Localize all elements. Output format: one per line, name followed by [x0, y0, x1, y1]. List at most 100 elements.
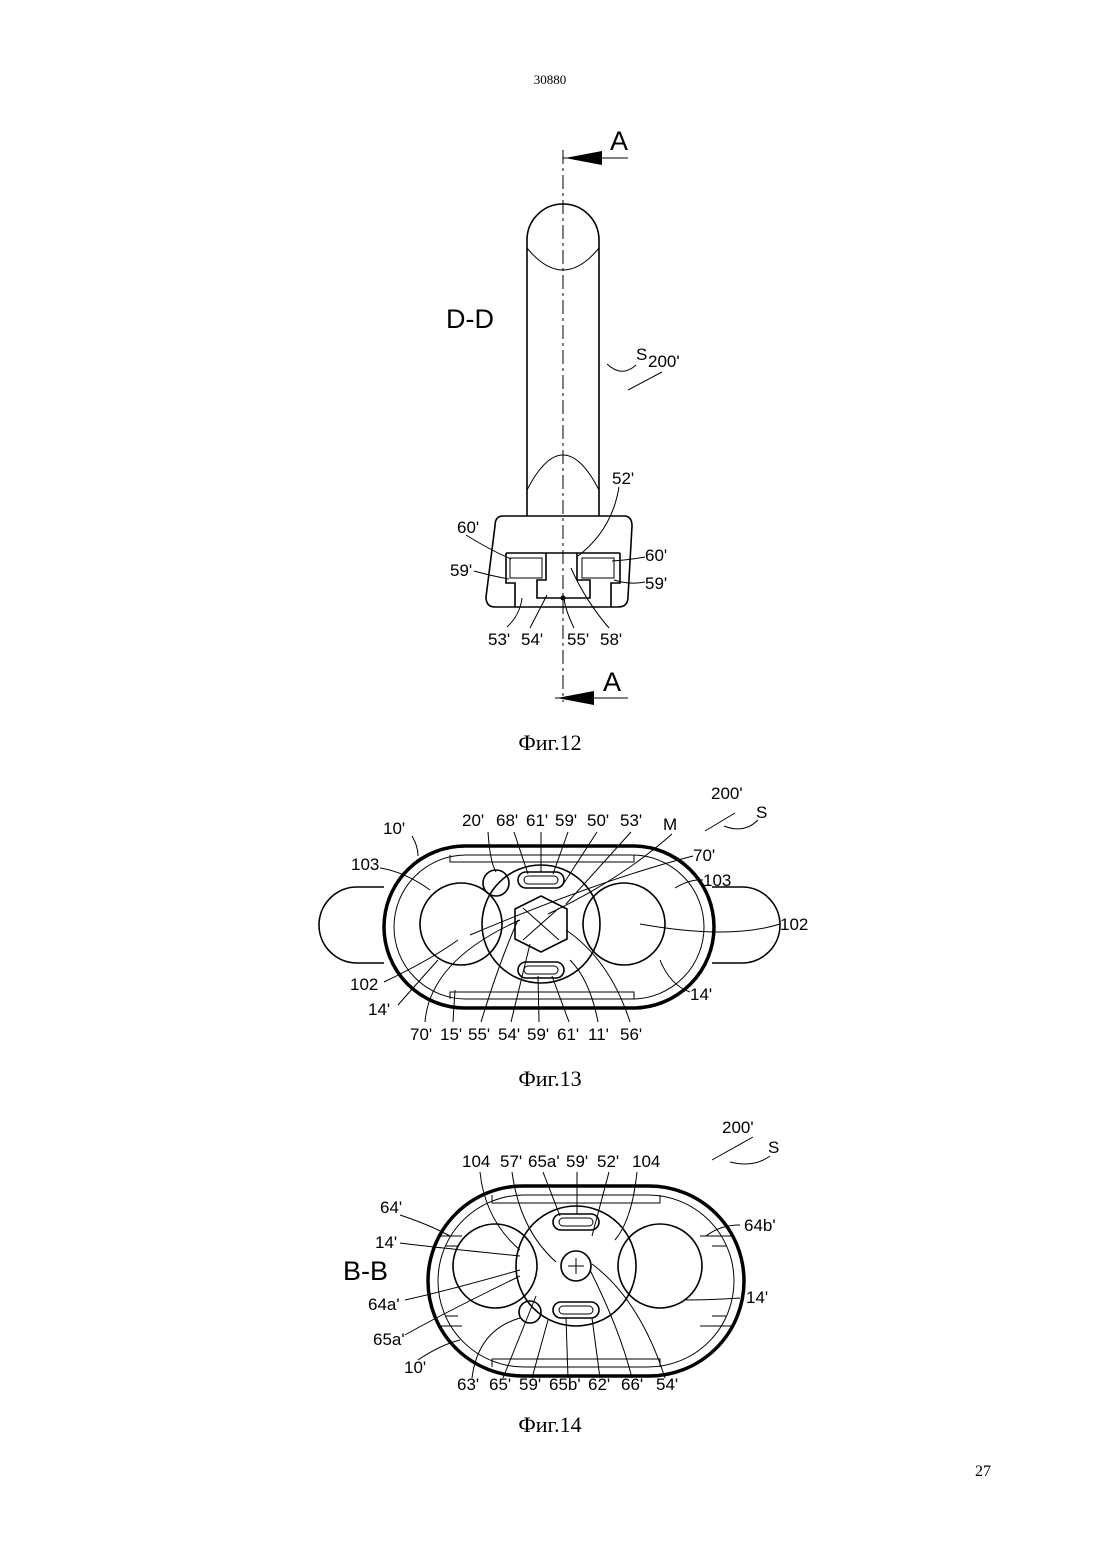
leader-102-right: [640, 924, 780, 932]
ref-63: 63': [457, 1375, 479, 1394]
leader-54: [592, 1264, 665, 1378]
leader-200: [712, 1137, 753, 1160]
ref-11: 11': [588, 1025, 609, 1044]
ref-s: S: [636, 345, 647, 364]
slot-top-inner: [524, 876, 558, 884]
ref-14-left: 14': [375, 1233, 397, 1252]
figure-12: A A D-D S 200' 52' 60' 60': [446, 126, 680, 705]
ref-53: 53': [620, 811, 642, 830]
ref-200: 200': [648, 352, 680, 371]
ref-m: M: [663, 815, 677, 834]
ref-52: 52': [597, 1152, 619, 1171]
ref-14-right: 14': [746, 1288, 768, 1307]
pin-right: [582, 558, 614, 578]
leader-62: [592, 1318, 600, 1378]
section-label-dd: D-D: [446, 304, 494, 334]
pin-left: [510, 558, 542, 578]
leader-s: [724, 820, 758, 829]
section-label-bb: B-B: [343, 1256, 388, 1286]
ref-70-bottom: 70': [410, 1025, 432, 1044]
ref-53: 53': [488, 630, 510, 649]
figure-14: 200' S 64' 14' 64b' 64a' 14' 65a' 10' B-…: [343, 1118, 779, 1394]
ref-104-left: 104: [462, 1152, 490, 1171]
ref-60-right: 60': [645, 546, 667, 565]
ref-59-bottom: 59': [519, 1375, 541, 1394]
ref-54: 54': [498, 1025, 520, 1044]
leader-54: [511, 944, 530, 1022]
ref-10: 10': [404, 1358, 426, 1377]
leader-20: [488, 832, 496, 872]
label-a-bottom: A: [603, 667, 621, 697]
hex-cross: [523, 908, 559, 940]
leader-60-right: [612, 557, 645, 561]
ref-52: 52': [612, 469, 634, 488]
ref-56: 56': [620, 1025, 642, 1044]
ref-15: 15': [440, 1025, 462, 1044]
ref-20: 20': [462, 811, 484, 830]
ref-59-left: 59': [450, 561, 472, 580]
leader-54: [530, 595, 547, 628]
ref-60-left: 60': [457, 518, 479, 537]
ref-65a-top: 65a': [528, 1152, 560, 1171]
leader-s: [730, 1156, 770, 1164]
ref-68: 68': [496, 811, 518, 830]
slot-top-outer: [553, 1214, 599, 1230]
ref-70-top: 70': [693, 846, 715, 865]
slot-bottom-inner: [559, 1306, 593, 1314]
leader-104-right: [615, 1172, 637, 1240]
ref-102-right: 102: [780, 915, 808, 934]
handle-left: [319, 887, 384, 963]
ref-59-bottom: 59': [527, 1025, 549, 1044]
leader-52: [592, 1172, 609, 1236]
leader-50: [562, 832, 597, 886]
ref-64b: 64b': [744, 1216, 776, 1235]
hole-right: [618, 1224, 702, 1308]
ref-s: S: [756, 803, 767, 822]
leader-70-top: [470, 856, 693, 935]
leader-64b: [706, 1225, 740, 1236]
ref-57: 57': [500, 1152, 522, 1171]
ref-58: 58': [600, 630, 622, 649]
leader-59-bottom: [532, 1320, 548, 1378]
slot-top-outer: [518, 872, 564, 888]
ref-102-left: 102: [350, 975, 378, 994]
ref-103-right: 103: [703, 871, 731, 890]
figure-14-caption: Фиг.14: [0, 1412, 1100, 1438]
center-cross: [568, 1258, 584, 1274]
figure-13: 200' S 10' 103 103 70' 102 102 14' 14' 2…: [319, 784, 808, 1044]
slot-top-inner: [559, 1218, 593, 1226]
ref-59-top: 59': [555, 811, 577, 830]
ref-14-right: 14': [690, 985, 712, 1004]
leader-66: [590, 1270, 632, 1378]
ref-64: 64': [380, 1198, 402, 1217]
ref-14-left: 14': [368, 1000, 390, 1019]
leader-200: [628, 372, 662, 390]
ref-200: 200': [711, 784, 743, 803]
ref-66: 66': [621, 1375, 643, 1394]
ref-59-right: 59': [645, 574, 667, 593]
center-dot: [561, 596, 566, 601]
ref-61-bottom: 61': [557, 1025, 579, 1044]
leader-102-left: [384, 940, 458, 982]
ref-s: S: [768, 1138, 779, 1157]
ref-64a: 64a': [368, 1295, 400, 1314]
figure-12-caption: Фиг.12: [0, 730, 1100, 756]
leader-65b: [566, 1318, 568, 1378]
ref-62: 62': [588, 1375, 610, 1394]
leader-65a-left: [405, 1276, 520, 1335]
ref-104-right: 104: [632, 1152, 660, 1171]
leader-63: [472, 1318, 520, 1378]
slot-bottom-outer: [553, 1302, 599, 1318]
ref-55: 55': [468, 1025, 490, 1044]
ref-103-left: 103: [351, 855, 379, 874]
leader-10: [412, 836, 418, 856]
ref-50: 50': [587, 811, 609, 830]
ref-61-top: 61': [526, 811, 548, 830]
ref-10: 10': [383, 819, 405, 838]
leader-10: [418, 1340, 460, 1360]
leader-55: [564, 599, 574, 628]
ref-55: 55': [567, 630, 589, 649]
leader-11: [570, 960, 598, 1022]
leader-59-left: [474, 571, 509, 579]
